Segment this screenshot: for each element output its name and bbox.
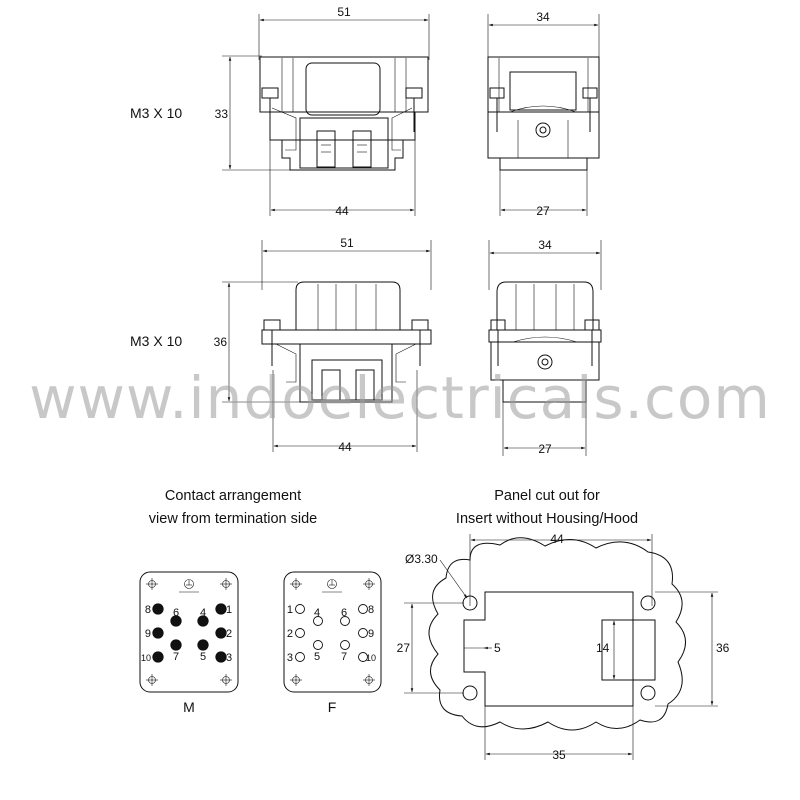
male-contact-number: 1: [226, 604, 232, 616]
female-contact-number: 9: [368, 628, 374, 640]
male-label: M: [183, 699, 195, 715]
contact-caption-line1: Contact arrangement: [165, 488, 301, 504]
bottom-front-view: 51 36 M3 X 10 44: [130, 236, 432, 454]
male-contact: [152, 651, 164, 663]
male-contact: [170, 615, 182, 627]
ground-symbol-icon: [179, 579, 199, 593]
male-contact-number: 3: [226, 652, 232, 664]
female-contact-number: 2: [287, 628, 293, 640]
male-contact-number: 6: [173, 607, 179, 619]
female-contact: [340, 640, 350, 650]
dim-top-front-height: 33: [215, 107, 229, 121]
female-contact: [358, 628, 368, 638]
female-contact: [295, 652, 305, 662]
panel-dim-offset: 5: [494, 641, 501, 655]
male-contact-number: 2: [226, 628, 232, 640]
female-contact-number: 8: [368, 604, 374, 616]
hole-diameter-label: Ø3.30: [405, 552, 438, 566]
bottom-side-view: 34 27: [488, 238, 602, 456]
female-label: F: [328, 699, 337, 715]
ground-symbol-icon: [322, 579, 342, 593]
dim-bottom-side-width: 34: [538, 238, 552, 252]
panel-dim-top: 44: [550, 532, 564, 546]
male-contact: [215, 651, 227, 663]
female-contact: [313, 616, 323, 626]
panel-dim-left: 27: [397, 641, 411, 655]
female-contact-number: 1: [287, 604, 293, 616]
dim-bottom-side-base: 27: [538, 442, 552, 456]
dim-bottom-front-height: 36: [214, 335, 228, 349]
panel-dim-bottom: 35: [552, 748, 566, 762]
dim-top-front-width: 51: [337, 5, 351, 19]
dim-bottom-front-base: 44: [338, 440, 352, 454]
panel-cutout-drawing: 44 Ø3.30 27 36 5 14 35: [397, 532, 730, 762]
dim-top-front-base: 44: [335, 204, 349, 218]
male-contact: [215, 603, 227, 615]
female-contact-number: 10: [366, 653, 376, 663]
male-contact-number: 8: [145, 604, 151, 616]
top-front-view: 51 33 M3 X 10 44: [130, 5, 430, 218]
female-contact: [295, 604, 305, 614]
male-contact-number: 9: [145, 628, 151, 640]
male-contact-number: 7: [173, 651, 179, 663]
female-contact: [358, 604, 368, 614]
panel-caption-line1: Panel cut out for: [494, 488, 600, 504]
female-insert-face: 1 4 6 8 2 9 3 5 7 10 F: [283, 571, 382, 715]
dim-top-side-width: 34: [536, 10, 550, 24]
female-contact-number: 7: [341, 651, 347, 663]
male-insert-face: 8 6 4 1 9 2 10 7 5 3 M: [139, 571, 239, 715]
female-contact: [295, 628, 305, 638]
male-contact-number: 10: [141, 653, 151, 663]
male-contact: [152, 627, 164, 639]
panel-dim-inner: 14: [596, 641, 610, 655]
male-contact-number: 4: [200, 607, 206, 619]
male-contact: [215, 627, 227, 639]
female-contact-number: 5: [314, 651, 320, 663]
screw-label-bottom: M3 X 10: [130, 333, 182, 349]
contact-caption-line2: view from termination side: [149, 511, 317, 527]
dim-bottom-front-width: 51: [340, 236, 354, 250]
female-contact-number: 6: [341, 607, 347, 619]
male-contact: [152, 603, 164, 615]
female-contact: [358, 652, 368, 662]
female-contact-number: 3: [287, 652, 293, 664]
male-contact-number: 5: [200, 651, 206, 663]
panel-dim-right: 36: [716, 641, 730, 655]
dim-top-side-base: 27: [536, 204, 550, 218]
screw-label-top: M3 X 10: [130, 105, 182, 121]
top-side-view: 34 27: [487, 10, 600, 218]
male-contact: [170, 639, 182, 651]
male-contact: [197, 615, 209, 627]
watermark: www.indoelectricals.com: [29, 364, 771, 432]
female-contact-number: 4: [314, 607, 320, 619]
female-contact: [313, 640, 323, 650]
panel-caption-line2: Insert without Housing/Hood: [456, 511, 638, 527]
female-contact: [340, 616, 350, 626]
male-contact: [197, 639, 209, 651]
